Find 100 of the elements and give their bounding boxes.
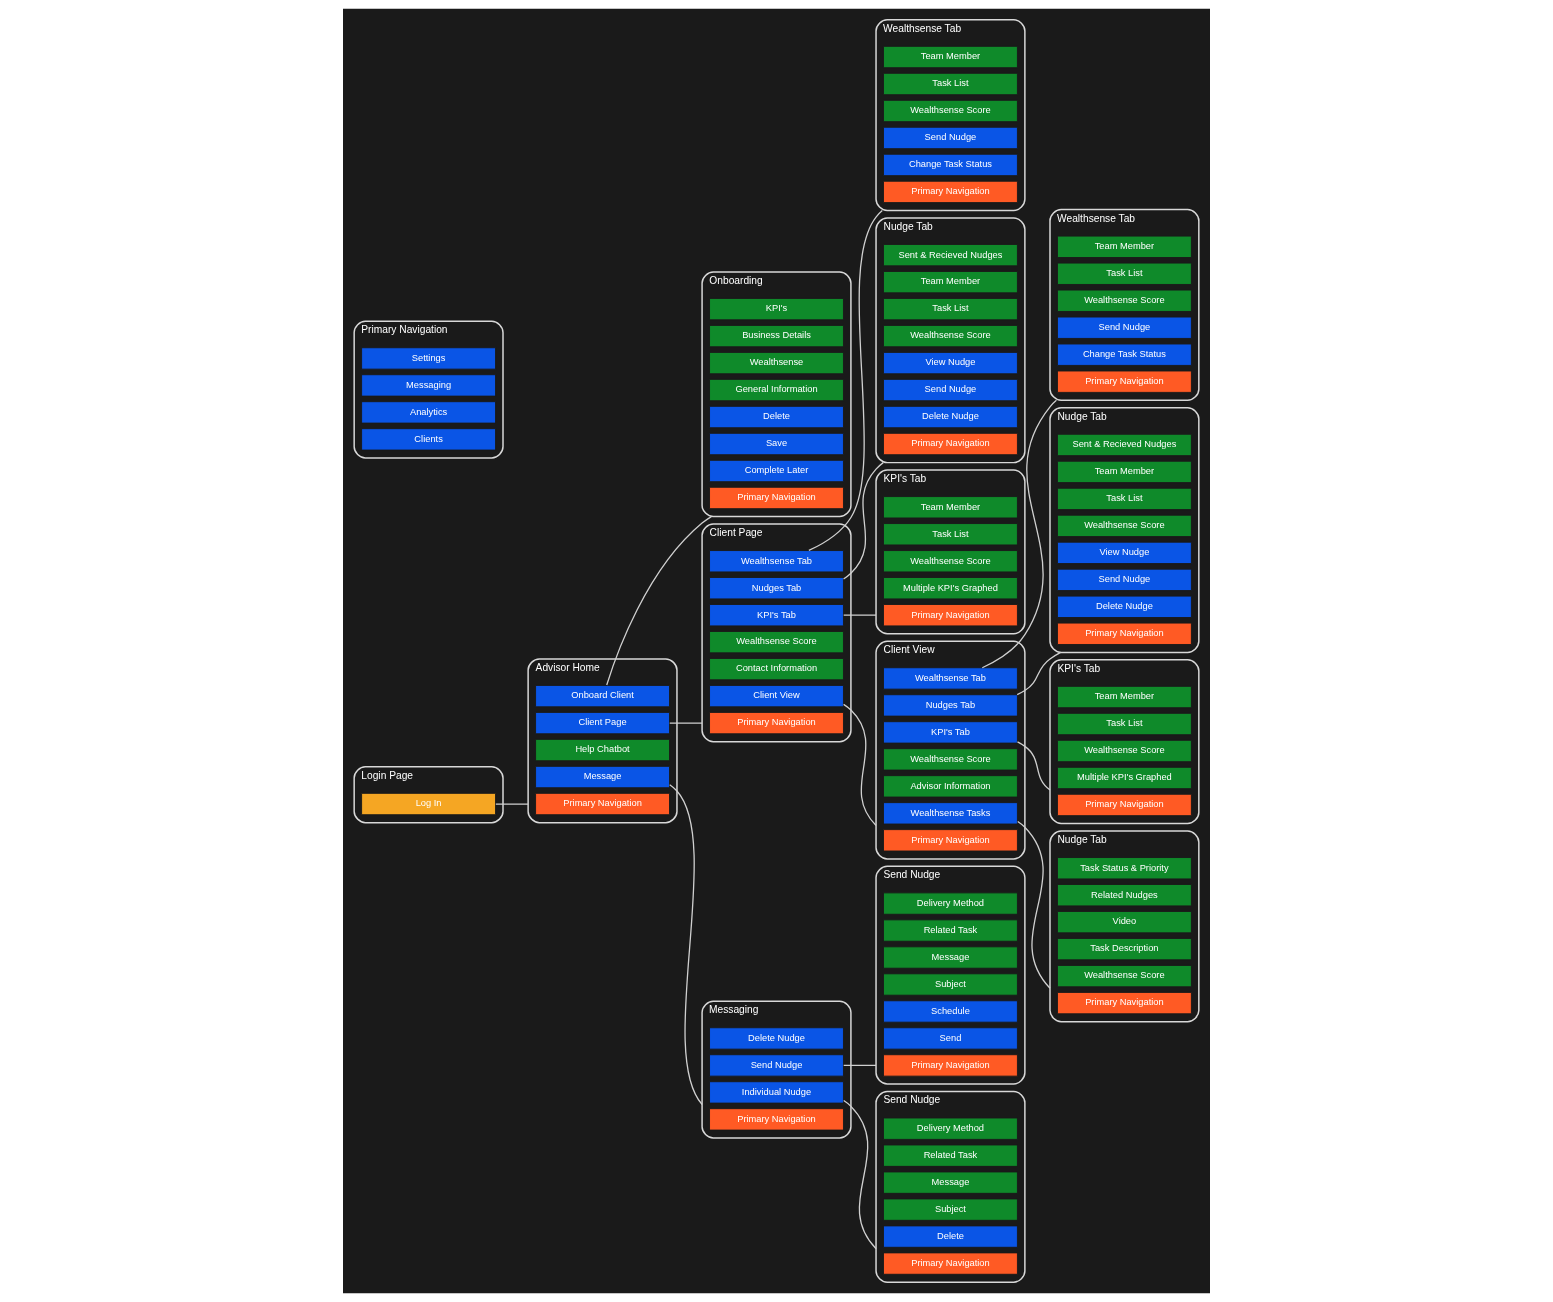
node-box: Task List [1056,262,1192,285]
node-box: Primary Navigation [535,792,670,816]
node-box: Save [709,432,844,456]
node-box: Send Nudge [883,126,1018,150]
node-box: Delete [883,1225,1018,1248]
node-box: Messaging [361,374,497,397]
node-box: Schedule [883,1000,1018,1023]
node-box: Message [883,1171,1018,1194]
node-box: Complete Later [709,459,844,483]
node-box: Primary Navigation [883,180,1018,204]
node-box: Change Task Status [883,153,1018,177]
node-box: Wealthsense Score [1056,514,1192,538]
node-box: Wealthsense Tab [883,667,1018,690]
node-box: Primary Navigation [1056,370,1192,393]
node-box: Contact Information [709,657,844,681]
node-box: Wealthsense Score [883,550,1018,573]
node-box: Primary Navigation [883,829,1018,852]
node-box: Delete [709,405,844,429]
node-box: Team Member [1056,685,1192,709]
node-box: Task List [1056,487,1192,511]
node-box: Primary Navigation [709,711,844,735]
connector [669,722,703,724]
node-box: Sent & Recieved Nudges [1056,433,1192,457]
connector [843,1064,877,1067]
node-box: Primary Navigation [883,432,1018,456]
node-box: KPI's Tab [883,721,1018,744]
node-box: Subject [883,1198,1018,1221]
node-box: General Information [709,378,844,402]
node-box: Wealthsense Score [883,324,1018,348]
node-box: Task List [883,523,1018,546]
node-box: Log In [361,792,497,816]
node-box: Send Nudge [1056,568,1192,591]
node-box: Message [535,765,670,789]
node-box: Primary Navigation [1056,793,1192,817]
node-box: Related Task [883,919,1018,942]
node-box: Send Nudge [709,1054,844,1077]
node-box: Related Task [883,1144,1018,1167]
node-box: Team Member [883,271,1018,294]
node-box: Message [883,946,1018,969]
node-box: Wealthsense [709,351,844,375]
node-box: Video [1056,911,1192,934]
node-box: Task Description [1056,938,1192,961]
connector [843,1099,877,1250]
node-box: Help Chatbot [535,738,670,762]
node-box: KPI's Tab [709,604,844,627]
connector [842,703,877,827]
node-box: Nudges Tab [709,577,844,600]
node-box: Change Task Status [1056,343,1192,366]
connector [606,515,712,686]
connector [1016,741,1051,791]
connector [808,209,883,552]
node-box: Wealthsense Score [883,99,1018,123]
node-box: Analytics [361,401,497,424]
node-box: Send Nudge [883,378,1018,402]
node-box: Delivery Method [883,892,1018,915]
connector [843,614,877,616]
node-box: Primary Navigation [883,1054,1018,1077]
node-box: Multiple KPI's Graphed [883,577,1018,600]
node-box: Wealthsense Score [709,631,844,654]
node-box: Wealthsense Score [883,748,1018,771]
node-box: Client View [709,684,844,708]
node-box: Task Status & Priority [1056,857,1192,880]
node-box: Delete Nudge [883,405,1018,429]
node-box: Individual Nudge [709,1081,844,1104]
node-box: Primary Navigation [883,604,1018,627]
node-box: Team Member [883,496,1018,519]
node-box: Delete Nudge [1056,595,1192,618]
connector [842,461,884,580]
connector [1017,820,1051,989]
node-box: Wealthsense Score [1056,289,1192,312]
node-box: Multiple KPI's Graphed [1056,766,1192,790]
node-box: Primary Navigation [709,486,844,510]
node-box: Team Member [1056,235,1192,258]
node-box: Primary Navigation [1056,622,1192,645]
node-box: Clients [361,428,497,451]
node-box: Team Member [1056,460,1192,484]
node-box: Task List [883,297,1018,321]
node-box: Send Nudge [1056,316,1192,339]
connector [1016,651,1062,696]
node-box: Client Page [535,711,670,735]
connector [495,803,529,805]
node-box: Primary Navigation [883,1252,1018,1275]
node-box: Wealthsense Tab [709,550,844,573]
node-box: Primary Navigation [709,1108,844,1131]
node-box: Wealthsense Score [1056,739,1192,763]
connector [981,399,1058,669]
node-box: Team Member [883,45,1018,69]
node-box: View Nudge [883,351,1018,375]
node-box: Task List [883,72,1018,96]
node-box: Related Nudges [1056,884,1192,907]
node-box: Settings [361,347,497,370]
connector [669,784,703,1106]
node-box: Send [883,1027,1018,1050]
node-box: Task List [1056,712,1192,736]
node-box: Nudges Tab [883,694,1018,717]
node-box: View Nudge [1056,541,1192,565]
node-box: Subject [883,973,1018,996]
node-box: Primary Navigation [1056,991,1192,1015]
node-box: Wealthsense Score [1056,964,1192,988]
node-box: Sent & Recieved Nudges [883,244,1018,267]
